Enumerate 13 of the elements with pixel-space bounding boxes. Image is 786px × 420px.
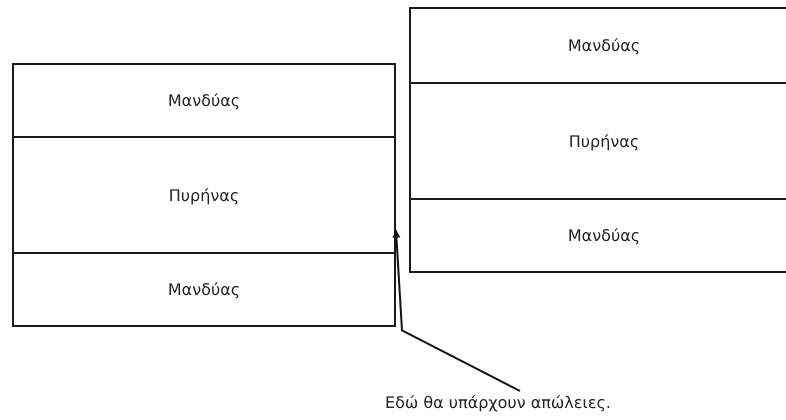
layer-label: Μανδύας	[168, 91, 240, 110]
layer-label: Μανδύας	[568, 36, 640, 55]
layer-label: Πυρήνας	[568, 132, 640, 150]
layer-label: Πυρήνας	[168, 186, 240, 204]
cladding-layer	[409, 198, 786, 273]
core-layer	[12, 136, 396, 254]
layer-label: Μανδύας	[568, 226, 640, 245]
layer-label: Μανδύας	[168, 280, 240, 299]
cladding-layer	[12, 63, 396, 138]
arrow	[392, 230, 520, 392]
cladding-layer	[12, 252, 396, 327]
note-text: Εδώ θα υπάρχουν απώλειες.	[385, 393, 611, 412]
cladding-layer	[409, 7, 786, 84]
